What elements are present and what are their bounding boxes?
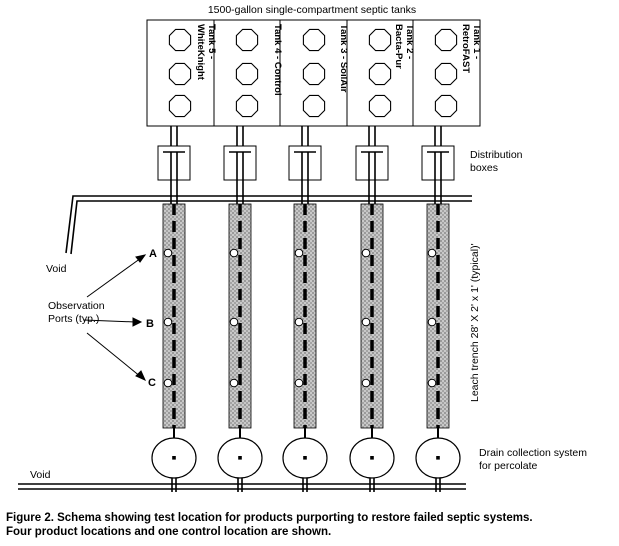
observation-label-line2: Ports (typ.) <box>48 313 99 325</box>
trench-columns <box>151 126 461 492</box>
tank-2-manhole-3 <box>368 94 392 118</box>
tank-1-manhole-3 <box>434 94 458 118</box>
trench-column-3 <box>282 126 328 492</box>
distribution-box-2 <box>355 145 389 181</box>
tank-label-3-line-1: Tank 3 - SoilAir <box>338 24 349 93</box>
distribution-box-5 <box>157 145 191 181</box>
void-lower-label: Void <box>30 469 51 481</box>
distribution-header-pipe <box>65 195 472 255</box>
drain-label-line1: Drain collection system <box>479 447 587 459</box>
caption-line-1: Figure 2. Schema showing test location f… <box>6 512 533 524</box>
observation-port-a-1 <box>427 248 437 258</box>
tank-labels: Tank 5 -WhiteKnight Tank 4 - Control Tank … <box>195 24 482 96</box>
tank-3-manhole-1 <box>302 28 326 52</box>
tank-2-manhole-2 <box>368 62 392 86</box>
tank-1-manhole-1 <box>434 28 458 52</box>
tank-label-1-line-1: Tank 1 - <box>471 24 482 59</box>
observation-arrows <box>83 254 147 381</box>
tank-4-manhole-2 <box>235 62 259 86</box>
tank-1-manhole-2 <box>434 62 458 86</box>
observation-port-b-2 <box>361 317 371 327</box>
tank-2-manhole-1 <box>368 28 392 52</box>
observation-port-b-3 <box>294 317 304 327</box>
figure-caption: Figure 2. Schema showing test location f… <box>6 511 616 539</box>
observation-port-a-3 <box>294 248 304 258</box>
tank-manholes <box>168 28 458 118</box>
observation-label-line1: Observation <box>48 300 105 312</box>
trench-column-4 <box>217 126 263 492</box>
tank-label-4-line-1: Tank 4 - Control <box>272 24 283 96</box>
observation-port-a-5 <box>163 248 173 258</box>
observation-port-b-1 <box>427 317 437 327</box>
tank-5-manhole-1 <box>168 28 192 52</box>
distribution-box-4 <box>223 145 257 181</box>
tank-3-manhole-2 <box>302 62 326 86</box>
distribution-box-3 <box>288 145 322 181</box>
port-label-c: C <box>148 377 156 389</box>
leach-trench-label: Leach trench 28' X 2' x 1' (typical)' <box>469 243 481 402</box>
observation-port-b-5 <box>163 317 173 327</box>
tank-label-2-line-1: Tank 2 - <box>404 24 415 59</box>
tank-label-1-line-2: RetroFAST <box>460 24 471 73</box>
trench-column-5 <box>151 126 197 492</box>
port-label-b: B <box>146 318 154 330</box>
distribution-box-1 <box>421 145 455 181</box>
observation-port-c-3 <box>294 378 304 388</box>
tank-label-5-line-2: WhiteKnight <box>195 24 206 81</box>
trench-column-2 <box>349 126 395 492</box>
observation-port-c-2 <box>361 378 371 388</box>
port-label-a: A <box>149 248 157 260</box>
tank-3-manhole-3 <box>302 94 326 118</box>
diagram-title: 1500-gallon single-compartment septic ta… <box>208 4 416 16</box>
observation-port-c-1 <box>427 378 437 388</box>
trench-column-1 <box>415 126 461 492</box>
observation-port-b-4 <box>229 317 239 327</box>
tank-4-manhole-1 <box>235 28 259 52</box>
drain-label-line2: for percolate <box>479 460 538 472</box>
tank-4-manhole-3 <box>235 94 259 118</box>
observation-port-a-2 <box>361 248 371 258</box>
caption-line-2: Four product locations and one control l… <box>6 526 332 538</box>
distribution-label-line1: Distribution <box>470 149 523 161</box>
tank-5-manhole-2 <box>168 62 192 86</box>
tank-label-5-line-1: Tank 5 - <box>206 24 217 59</box>
distribution-label-line2: boxes <box>470 162 498 174</box>
observation-port-c-4 <box>229 378 239 388</box>
void-upper-label: Void <box>46 263 67 275</box>
tank-5-manhole-3 <box>168 94 192 118</box>
tank-label-2-line-2: Bacta-Pur <box>393 24 404 69</box>
observation-port-a-4 <box>229 248 239 258</box>
observation-port-c-5 <box>163 378 173 388</box>
